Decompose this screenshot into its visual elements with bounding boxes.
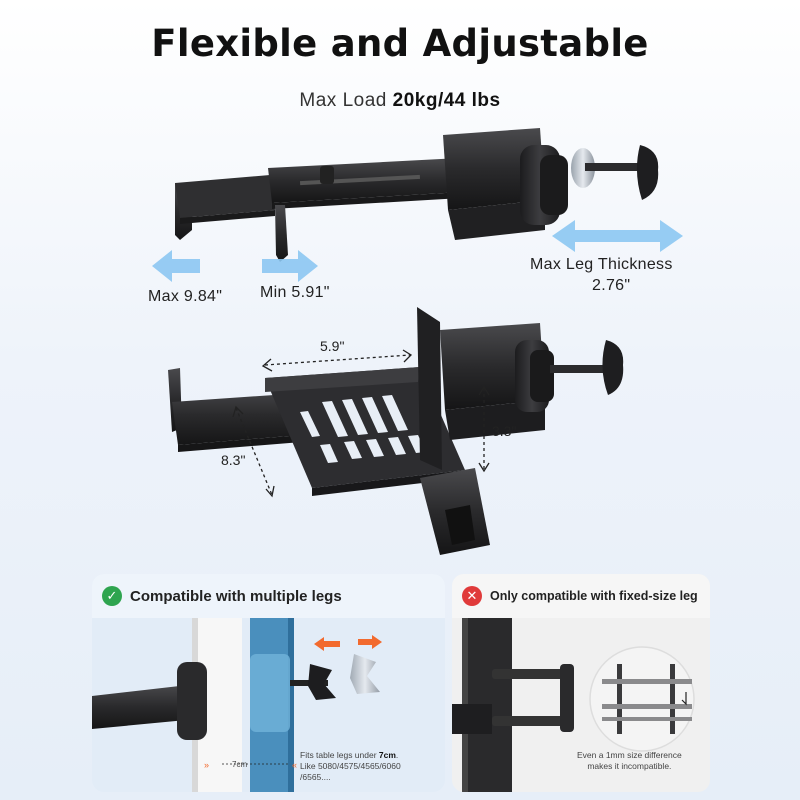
tray-bracket [168, 307, 624, 555]
product-illustration [152, 128, 683, 555]
max-load-prefix: Max Load [299, 90, 387, 111]
tray-height-label: 3.3" [492, 423, 517, 439]
compatible-header: ✓ Compatible with multiple legs [92, 574, 445, 618]
max-load-value: 20kg/44 lbs [392, 90, 501, 111]
min-length-label: Min 5.91" [260, 284, 330, 301]
dimension-label: 7cm [232, 760, 248, 769]
incompatible-illustration [452, 618, 695, 792]
tray-depth-label: 8.3" [221, 452, 246, 468]
length-arrows [152, 220, 683, 282]
incompatible-header: ✕ Only compatible with fixed-size leg [452, 574, 710, 618]
leg-thickness-value: 2.76" [592, 277, 631, 294]
compatible-note-line1: Fits table legs under 7cm. [300, 750, 399, 760]
incompatible-title: Only compatible with fixed-size leg [490, 589, 698, 603]
leg-thickness-label: Max Leg Thickness [530, 256, 673, 273]
max-length-label: Max 9.84" [148, 288, 223, 305]
compatible-title: Compatible with multiple legs [130, 587, 342, 605]
tray-width-label: 5.9" [320, 338, 345, 354]
incompatible-panel: ✕ Only compatible with fixed-size leg Ev… [452, 574, 710, 792]
incompatible-note-line1: Even a 1mm size difference [577, 750, 682, 760]
compatible-note-line2: Like 5080/4575/4565/6060 [300, 761, 401, 771]
incompatible-note: Even a 1mm size difference makes it inco… [577, 750, 682, 772]
cross-icon: ✕ [462, 586, 482, 606]
incompatible-note-line2: makes it incompatible. [587, 761, 672, 771]
top-bracket [175, 128, 659, 262]
page-title: Flexible and Adjustable [151, 22, 649, 65]
check-icon: ✓ [102, 586, 122, 606]
compatible-illustration: » « [92, 618, 382, 792]
compatible-panel: ✓ Compatible with multiple legs » « 7cm … [92, 574, 445, 792]
max-load-text: Max Load 20kg/44 lbs [0, 90, 800, 112]
dimension-lines [232, 349, 490, 498]
compatible-note-line3: /6565.... [300, 772, 331, 782]
compatible-note: Fits table legs under 7cm. Like 5080/457… [300, 750, 401, 783]
svg-text:»: » [204, 760, 209, 770]
svg-text:«: « [292, 760, 297, 770]
